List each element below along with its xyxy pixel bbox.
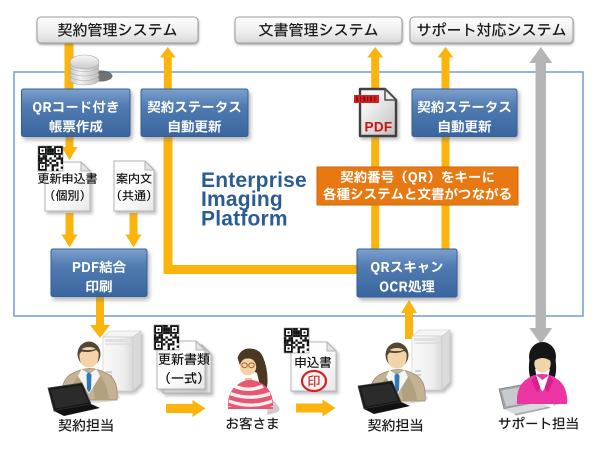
svg-text:PDF: PDF — [365, 120, 393, 135]
svg-text:Platform: Platform — [201, 207, 288, 230]
svg-text:Imaging: Imaging — [201, 188, 283, 211]
svg-text:Enterprise: Enterprise — [201, 169, 307, 192]
